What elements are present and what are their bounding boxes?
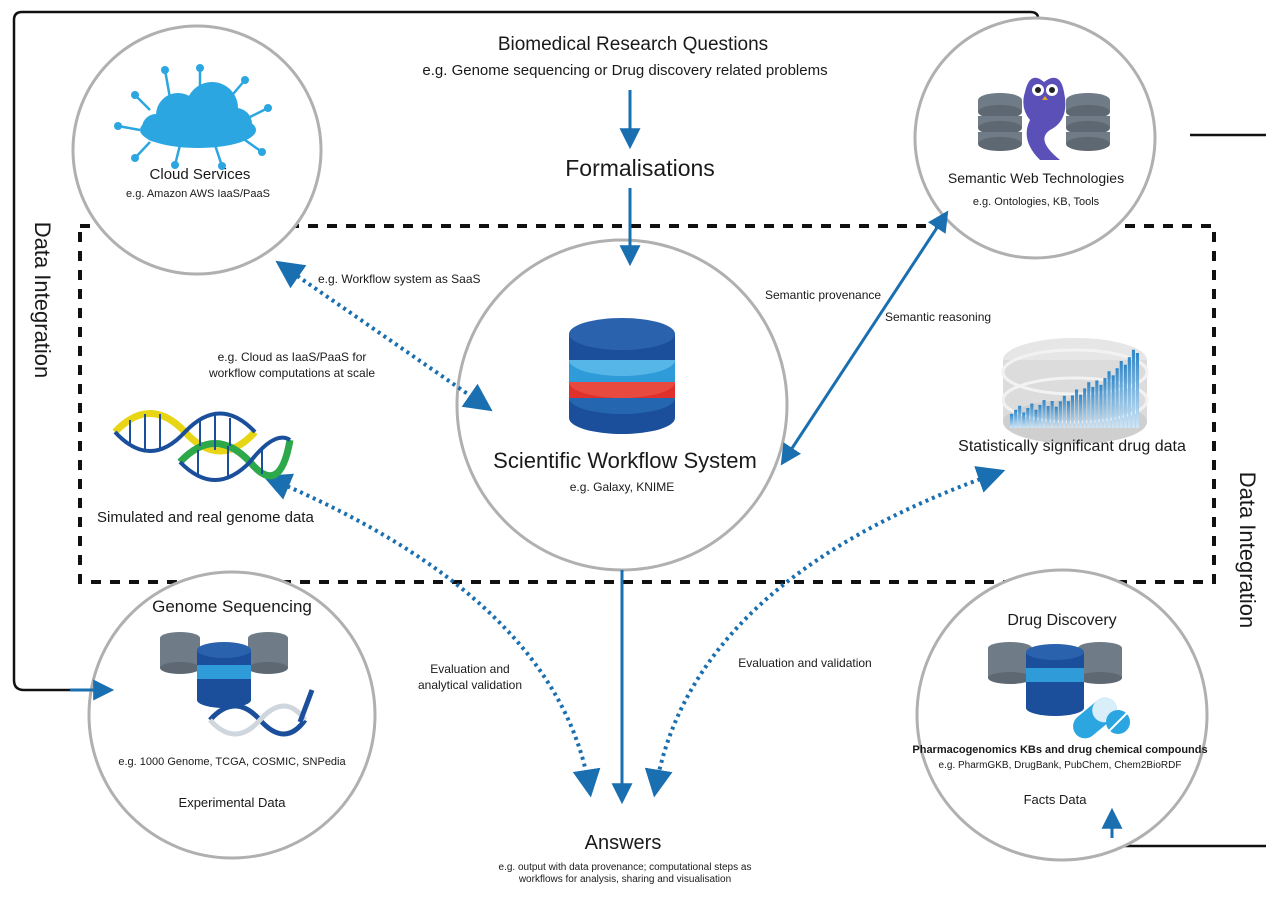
drug-chart-bar	[1046, 406, 1050, 428]
genome-sequencing-title: Genome Sequencing	[152, 597, 312, 616]
arrow-semantic-bidirectional	[780, 210, 949, 466]
workflow-saas-label: e.g. Workflow system as SaaS	[318, 272, 481, 286]
cloud-iaas-label-line1: e.g. Cloud as IaaS/PaaS for	[217, 350, 367, 364]
workflow-database-icon	[569, 318, 675, 434]
drug-chart-bar	[1038, 405, 1042, 428]
drug-chart-bar	[1131, 349, 1135, 428]
drug-data-chart-icon	[1001, 338, 1149, 444]
drug-chart-bar	[1135, 353, 1139, 428]
drug-chart-bar	[1042, 400, 1046, 428]
answers-line2: workflows for analysis, sharing and visu…	[518, 874, 732, 885]
semantic-provenance-label: Semantic provenance	[765, 288, 882, 302]
research-questions-title: Biomedical Research Questions	[497, 34, 769, 55]
genome-sequencing-db-icon	[160, 632, 288, 708]
drug-chart-bar	[1083, 388, 1087, 428]
drug-discovery-title: Drug Discovery	[1007, 612, 1117, 629]
genome-sequencing-subtitle: e.g. 1000 Genome, TCGA, COSMIC, SNPedia	[118, 756, 346, 768]
drug-discovery-subtitle-bold: Pharmacogenomics KBs and drug chemical c…	[912, 744, 1208, 756]
workflow-system-title: Scientific Workflow System	[493, 448, 757, 473]
dotted-arrow-drug-answers	[644, 466, 1006, 798]
semantic-web-subtitle: e.g. Ontologies, KB, Tools	[972, 196, 1100, 208]
drug-chart-bar	[1111, 375, 1115, 428]
drug-chart-bar	[1026, 408, 1030, 428]
drug-chart-bar	[1123, 364, 1127, 428]
cloud-services-title: Cloud Services	[149, 166, 251, 183]
drug-chart-bar	[1030, 403, 1034, 428]
outer-loop-line-left	[12, 10, 1040, 692]
drug-chart-bar	[1099, 384, 1103, 428]
drug-chart-bar	[1087, 382, 1091, 428]
semantic-reasoning-label: Semantic reasoning	[885, 310, 992, 324]
cloud-services-circle	[71, 24, 323, 276]
drug-chart-bar	[1022, 412, 1026, 428]
genome-data-label: Simulated and real genome data	[97, 509, 314, 526]
drug-chart-bar	[1091, 386, 1095, 428]
drug-chart-bar	[1062, 395, 1066, 428]
drug-chart-bar	[1115, 368, 1119, 428]
drug-chart-bar	[1070, 395, 1074, 428]
dotted-arrow-genome-answers	[262, 473, 601, 798]
drug-discovery-subtitle: e.g. PharmGKB, DrugBank, PubChem, Chem2B…	[938, 760, 1182, 771]
research-questions-subtitle: e.g. Genome sequencing or Drug discovery…	[422, 62, 828, 79]
drug-chart-bar	[1010, 414, 1014, 428]
formalisations-label: Formalisations	[565, 155, 715, 181]
evaluation-left-line1: Evaluation and	[430, 662, 510, 676]
evaluation-left-line2: analytical validation	[417, 678, 523, 692]
drug-chart-bar	[1018, 405, 1022, 428]
data-integration-label-left: Data Integration	[30, 221, 55, 379]
semantic-web-icon	[978, 77, 1110, 160]
drug-chart-bars	[1010, 349, 1139, 428]
cloud-iaas-label-line2: workflow computations at scale	[208, 366, 376, 380]
owl-icon	[1023, 77, 1066, 160]
drug-chart-bar	[1058, 401, 1062, 428]
dotted-arrow-cloud-workflow	[275, 260, 493, 412]
drug-chart-bar	[1095, 380, 1099, 428]
drug-chart-bar	[1103, 378, 1107, 428]
drug-data-label: Statistically significant drug data	[958, 438, 1186, 455]
drug-chart-bar	[1054, 406, 1058, 428]
cloud-icon	[114, 64, 272, 170]
drug-chart-bar	[1066, 401, 1070, 428]
workflow-system-subtitle: e.g. Galaxy, KNIME	[569, 480, 675, 494]
drug-chart-bar	[1127, 357, 1131, 428]
evaluation-right-label: Evaluation and validation	[738, 656, 872, 670]
drug-chart-bar	[1107, 371, 1111, 428]
drug-chart-bar	[1034, 409, 1038, 428]
drug-discovery-db-icon	[988, 642, 1122, 716]
drug-chart-bar	[1079, 394, 1083, 428]
drug-chart-bar	[1075, 389, 1079, 428]
facts-data-label: Facts Data	[1023, 792, 1087, 807]
pill-icon	[1073, 697, 1130, 739]
genome-dna-icon	[112, 410, 294, 482]
cloud-services-subtitle: e.g. Amazon AWS IaaS/PaaS	[126, 188, 270, 200]
drug-chart-bar	[1014, 409, 1018, 428]
data-integration-label-right: Data Integration	[1235, 471, 1260, 629]
drug-chart-bar	[1050, 401, 1054, 428]
semantic-web-title: Semantic Web Technologies	[947, 170, 1125, 186]
experimental-data-label: Experimental Data	[178, 795, 286, 810]
drug-chart-bar	[1119, 361, 1123, 428]
answers-line1: e.g. output with data provenance; comput…	[498, 862, 752, 873]
answers-title: Answers	[584, 832, 662, 854]
genome-sequencing-dna-icon	[208, 689, 315, 737]
